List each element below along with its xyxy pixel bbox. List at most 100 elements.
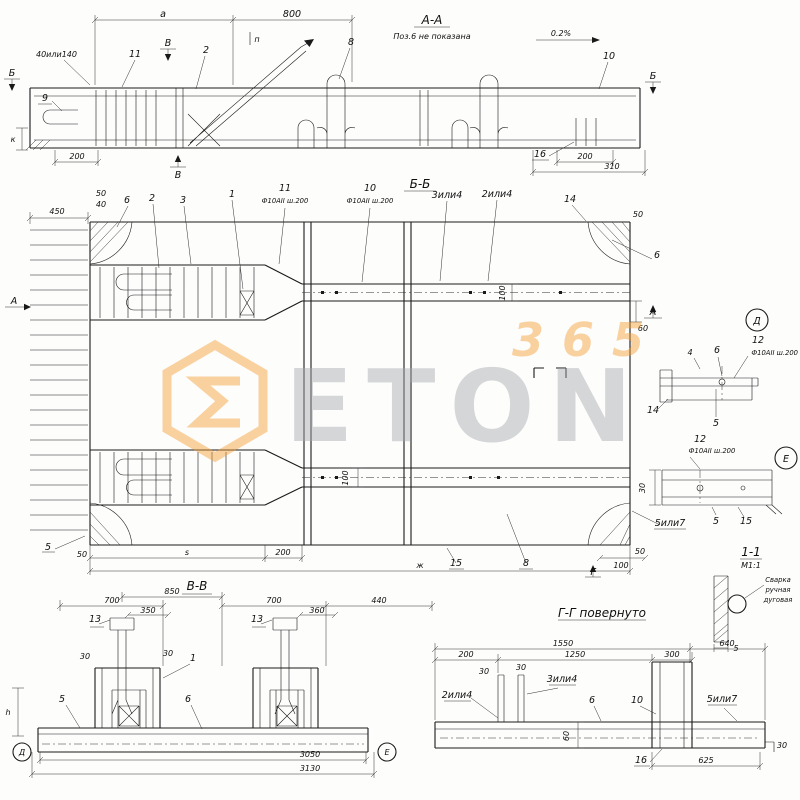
aa-dim-200-left: 200 [69, 152, 84, 161]
detail-11-weld-note-2: ручная [764, 586, 790, 594]
vv-outline [37, 667, 369, 753]
detail-e-marker: Е [783, 454, 789, 465]
detail-d-spec: Ф10АII ш.200 [751, 349, 798, 357]
detail-e-lines [661, 469, 783, 515]
aa-title: А-А [421, 13, 443, 27]
bb-corner-hatch [89, 221, 631, 546]
detail-e-bolt-2 [740, 485, 746, 491]
detail-e-pos-5: 5 [713, 516, 719, 527]
vv-details [38, 617, 368, 735]
gg-dim-30-b: 30 [479, 667, 489, 676]
vv-dim-850: 850 [164, 587, 179, 596]
detail-e-pos-12: 12 [694, 434, 706, 445]
view-gg: Г-Г повернуто 1550 640 200 1250 300 30 3… [431, 606, 787, 770]
bb-pos-2: 2 [149, 193, 155, 204]
aa-pos-2: 2 [203, 45, 209, 56]
detail-e: Е 12 Ф10АII ш.200 30 5 15 [638, 434, 798, 527]
gg-d im-640: 640 [719, 639, 734, 648]
aa-dim-p: п [254, 35, 259, 44]
detail-d-pos-6: 6 [714, 345, 720, 356]
bb-pos-5or7: 5или7 [655, 518, 686, 529]
detail-d-pos-12: 12 [752, 335, 764, 346]
bb-pos-8: 8 [523, 558, 529, 569]
vv-dim-3130: 3130 [300, 764, 320, 773]
vv-marker-d-circle [12, 742, 32, 762]
detail-e-dim-30: 30 [638, 483, 647, 493]
gg-outline [434, 661, 766, 749]
detail-11-hatch [713, 575, 729, 643]
aa-dimension-lines [4, 15, 661, 176]
aa-dim-k: к [11, 135, 16, 144]
vv-dim-30-a: 30 [80, 652, 90, 661]
detail-11-weld-bead [727, 594, 747, 614]
bb-dim-200: 200 [275, 548, 290, 557]
bb-corner-fillets [89, 221, 631, 546]
view-aa: А-А Поз.6 не показана а 800 0.2% Б Б В В… [4, 9, 661, 181]
gg-dim-625: 625 [698, 756, 713, 765]
vv-dim-350: 350 [140, 606, 155, 615]
vv-dim-h: h [5, 708, 10, 717]
bb-dim-50-tr: 50 [633, 210, 643, 219]
vv-pos-13-left: 13 [89, 614, 101, 625]
detail-d: Д 4 6 12 Ф10АII ш.200 14 5 [647, 308, 798, 429]
bb-pos-15: 15 [450, 558, 462, 569]
bb-dim-50-bl: 50 [77, 550, 87, 559]
aa-marker-b-right: Б [650, 71, 657, 82]
bb-dim-100-mid: 100 [498, 285, 507, 300]
aa-pos-16: 16 [534, 149, 546, 160]
vv-pos-1: 1 [190, 653, 196, 664]
aa-beam-outline [29, 87, 641, 149]
detail-e-spec: Ф10АII ш.200 [689, 447, 736, 455]
bb-panel-outline [89, 221, 631, 546]
watermark-name: ETON [285, 348, 646, 465]
bb-pos-6-right: 6 [654, 250, 660, 261]
bb-dim-60: 60 [638, 324, 648, 333]
gg-pos-10: 10 [631, 695, 643, 706]
aa-marker-b-left: Б [9, 68, 16, 79]
aa-dim-310: 310 [604, 162, 619, 171]
gg-pos-3or4: 3или4 [547, 674, 578, 685]
bb-dim-zh: ж [415, 561, 424, 570]
bb-dim-s: s [185, 548, 189, 557]
bb-dim-50-top: 50 [96, 189, 106, 198]
view-vv: В-В 700 850 350 700 360 440 13 13 1 30 3… [5, 579, 436, 778]
detail-11-title: 1-1 [741, 545, 761, 559]
detail-d-pos-4: 4 [687, 348, 692, 357]
watermark-badge: 365 [512, 313, 662, 367]
aa-marker-v-bottom: В [175, 170, 182, 181]
detail-11-dim-5: 5 [733, 644, 738, 653]
gg-dim-1550: 1550 [553, 639, 573, 648]
vv-pos-5: 5 [59, 694, 65, 705]
gg-dim-30-a: 30 [516, 663, 526, 672]
bb-dim-100-br: 100 [613, 561, 628, 570]
view-bb: Б-Б 6 2 3 1 11 Ф10АII ш.200 10 Ф10АII ш.… [5, 177, 686, 578]
bb-marker-g: Г [590, 567, 596, 578]
aa-slope: 0.2% [551, 29, 571, 38]
vv-dim-360: 360 [309, 606, 324, 615]
aa-dim-800: 800 [283, 9, 301, 20]
vv-marker-e-circle [377, 742, 397, 762]
gg-pos-16: 16 [635, 755, 647, 766]
detail-d-pos-14: 14 [647, 405, 659, 416]
detail-e-pos-15: 15 [740, 516, 752, 527]
detail-1-1: 1-1 М1:1 Сварка ручная дуговая 5 [713, 545, 793, 653]
vv-dim-3050: 3050 [300, 750, 320, 759]
gg-title: Г-Г повернуто [558, 606, 646, 620]
gg-pos-5or7: 5или7 [707, 694, 738, 705]
gg-dim-300: 300 [664, 650, 679, 659]
bb-pos-3: 3 [180, 195, 186, 206]
aa-rebar-lines [34, 32, 636, 148]
detail-d-lines [659, 369, 759, 403]
detail-11-weld-note-3: дуговая [763, 596, 793, 604]
gg-dimension-lines [431, 619, 769, 770]
bb-title: Б-Б [410, 177, 431, 191]
bb-spec-11: Ф10АII ш.200 [262, 197, 309, 205]
gg-pos-6: 6 [589, 695, 595, 706]
gg-dim-60: 60 [562, 731, 571, 741]
detail-11-plate [713, 575, 729, 643]
bb-pos-6: 6 [124, 195, 130, 206]
detail-11-weld-note-1: Сварка [765, 576, 791, 584]
bb-pos-5: 5 [45, 542, 51, 553]
bb-pos-11: 11 [279, 183, 291, 194]
